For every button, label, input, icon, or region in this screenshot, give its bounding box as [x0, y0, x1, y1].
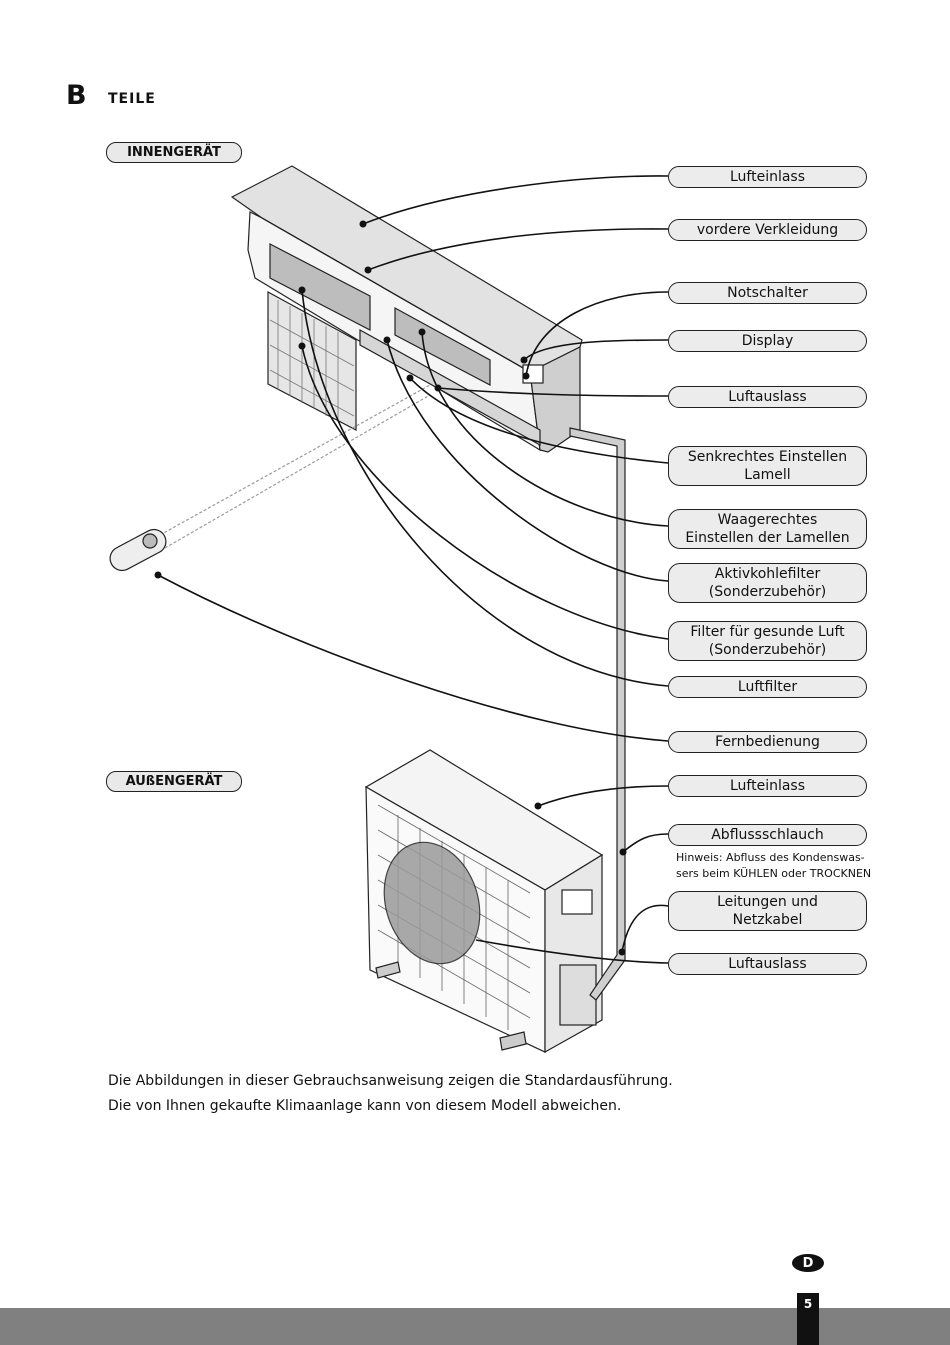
caption-line: Die von Ihnen gekaufte Klimaanlage kann … — [108, 1098, 622, 1114]
language-badge: D — [792, 1254, 824, 1272]
callout-line: Lamell — [744, 467, 791, 483]
callout-air-outlet-indoor: Luftauslass — [668, 386, 867, 408]
callout-line: vordere Verkleidung — [696, 222, 839, 238]
filter-panel-illustration — [267, 290, 357, 431]
callout-line: Waagerechtes — [717, 512, 818, 528]
callout-line: Einstellen der Lamellen — [685, 530, 850, 546]
callout-line: Aktivkohlefilter — [714, 566, 821, 582]
callout-line: Lufteinlass — [729, 778, 806, 794]
callout-line: Filter für gesunde Luft — [690, 624, 845, 640]
callout-carbon-filter: Aktivkohlefilter (Sonderzubehör) — [668, 563, 867, 603]
callout-line: Luftauslass — [728, 389, 807, 405]
section-title: TEILE — [108, 91, 156, 107]
callout-air-inlet-indoor: Lufteinlass — [668, 166, 867, 188]
indoor-unit-label: INNENGERÄT — [106, 142, 242, 163]
footer-bar — [0, 1308, 950, 1345]
callout-line: (Sonderzubehör) — [708, 642, 827, 658]
callout-health-filter: Filter für gesunde Luft (Sonderzubehör) — [668, 621, 867, 661]
callout-remote-control: Fernbedienung — [668, 731, 867, 753]
callout-line: Fernbedienung — [715, 734, 820, 750]
outdoor-unit-illustration — [364, 749, 604, 1054]
callout-line: Luftauslass — [728, 956, 807, 972]
callout-line: (Sonderzubehör) — [708, 584, 827, 600]
note-line: Hinweis: Abfluss des Kondenswas- — [676, 851, 865, 864]
callout-line: Lufteinlass — [729, 169, 806, 185]
caption-line: Die Abbildungen in dieser Gebrauchsanwei… — [108, 1073, 673, 1089]
callout-line: Senkrechtes Einstellen — [687, 449, 848, 465]
section-letter: B — [66, 80, 87, 111]
leader-dots — [154, 220, 627, 956]
callout-air-outlet-outdoor: Luftauslass — [668, 953, 867, 975]
remote-control-illustration — [109, 384, 431, 572]
callout-line: Display — [741, 333, 794, 349]
callout-air-filter: Luftfilter — [668, 676, 867, 698]
pipe-illustration — [569, 427, 626, 1001]
callout-drain-hose: Abflussschlauch — [668, 824, 867, 846]
outdoor-unit-label: AUßENGERÄT — [106, 771, 242, 792]
condensate-note: Hinweis: Abfluss des Kondenswas- sers be… — [676, 850, 891, 882]
page-number: 5 — [797, 1293, 819, 1345]
note-line: sers beim KÜHLEN oder TROCKNEN — [676, 867, 872, 880]
callout-display: Display — [668, 330, 867, 352]
leader-lines — [157, 175, 669, 964]
callout-line: Leitungen und — [717, 894, 818, 910]
callout-air-inlet-outdoor: Lufteinlass — [668, 775, 867, 797]
callout-emergency-switch: Notschalter — [668, 282, 867, 304]
callout-front-panel: vordere Verkleidung — [668, 219, 867, 241]
callout-line: Notschalter — [727, 285, 808, 301]
callout-line: Netzkabel — [732, 912, 803, 928]
callout-line: Abflussschlauch — [711, 827, 824, 843]
callout-line: Luftfilter — [737, 679, 798, 695]
